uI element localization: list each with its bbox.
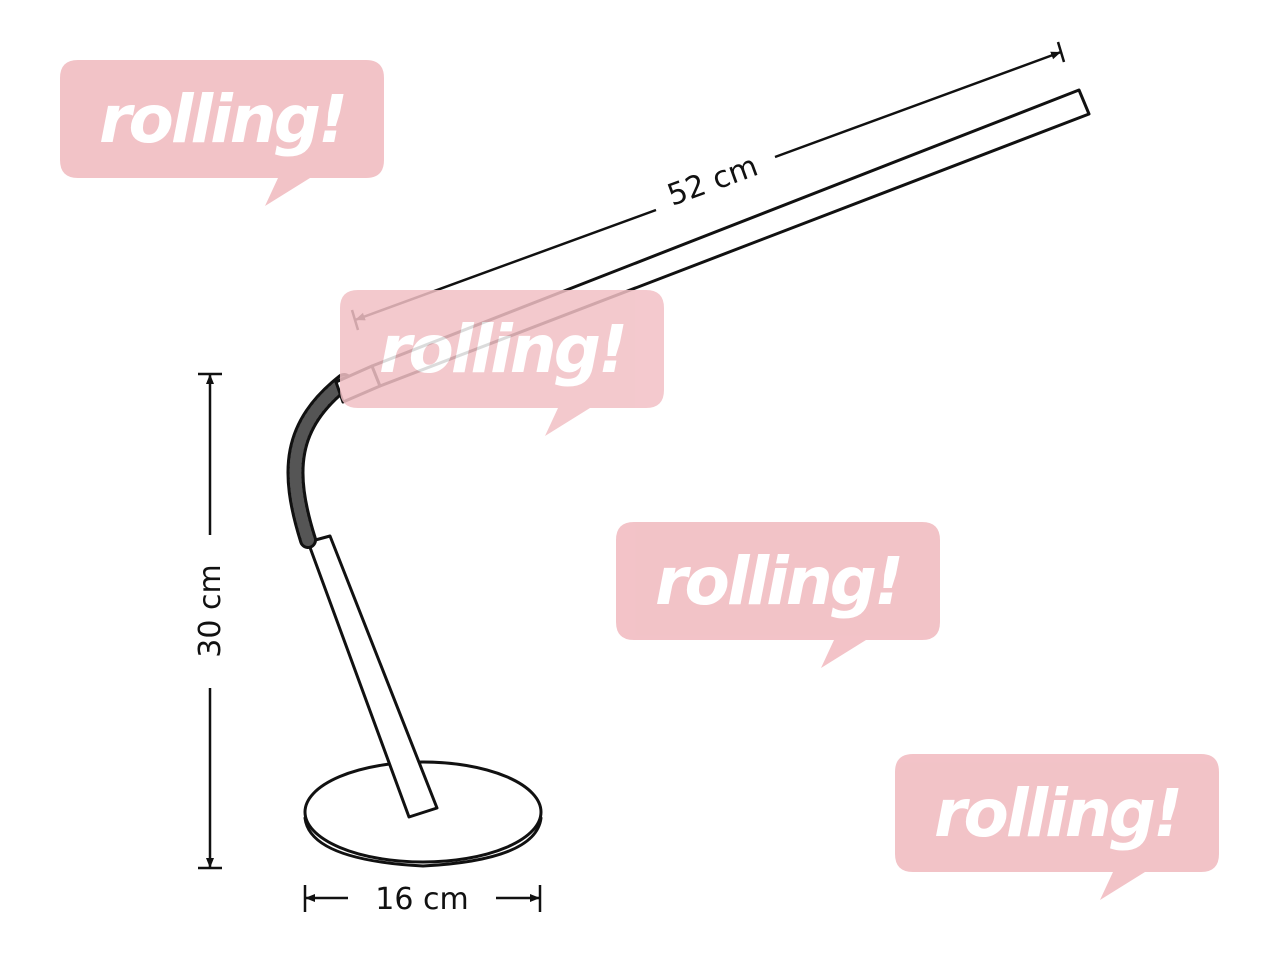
watermark-1: rolling!	[60, 60, 384, 206]
speech-bubble-shape	[340, 290, 664, 436]
speech-bubble-shape	[60, 60, 384, 206]
watermark-text: rolling!	[934, 775, 1180, 852]
speech-bubble-shape	[895, 754, 1219, 900]
watermark-3: rolling!	[616, 522, 940, 668]
lamp-gooseneck	[286, 373, 353, 549]
base-width-dimension	[303, 885, 542, 912]
base-width-label: 16 cm	[375, 882, 468, 917]
watermark-2: rolling!	[340, 290, 664, 436]
height-dimension	[198, 372, 222, 870]
height-label: 30 cm	[193, 564, 228, 657]
watermark-text: rolling!	[99, 81, 345, 158]
speech-bubble-shape	[616, 522, 940, 668]
arm-length-label: 52 cm	[663, 149, 763, 214]
watermark-text: rolling!	[379, 311, 625, 388]
watermark-4: rolling!	[895, 754, 1219, 900]
watermark-text: rolling!	[655, 543, 901, 620]
lamp-stem	[306, 534, 439, 819]
